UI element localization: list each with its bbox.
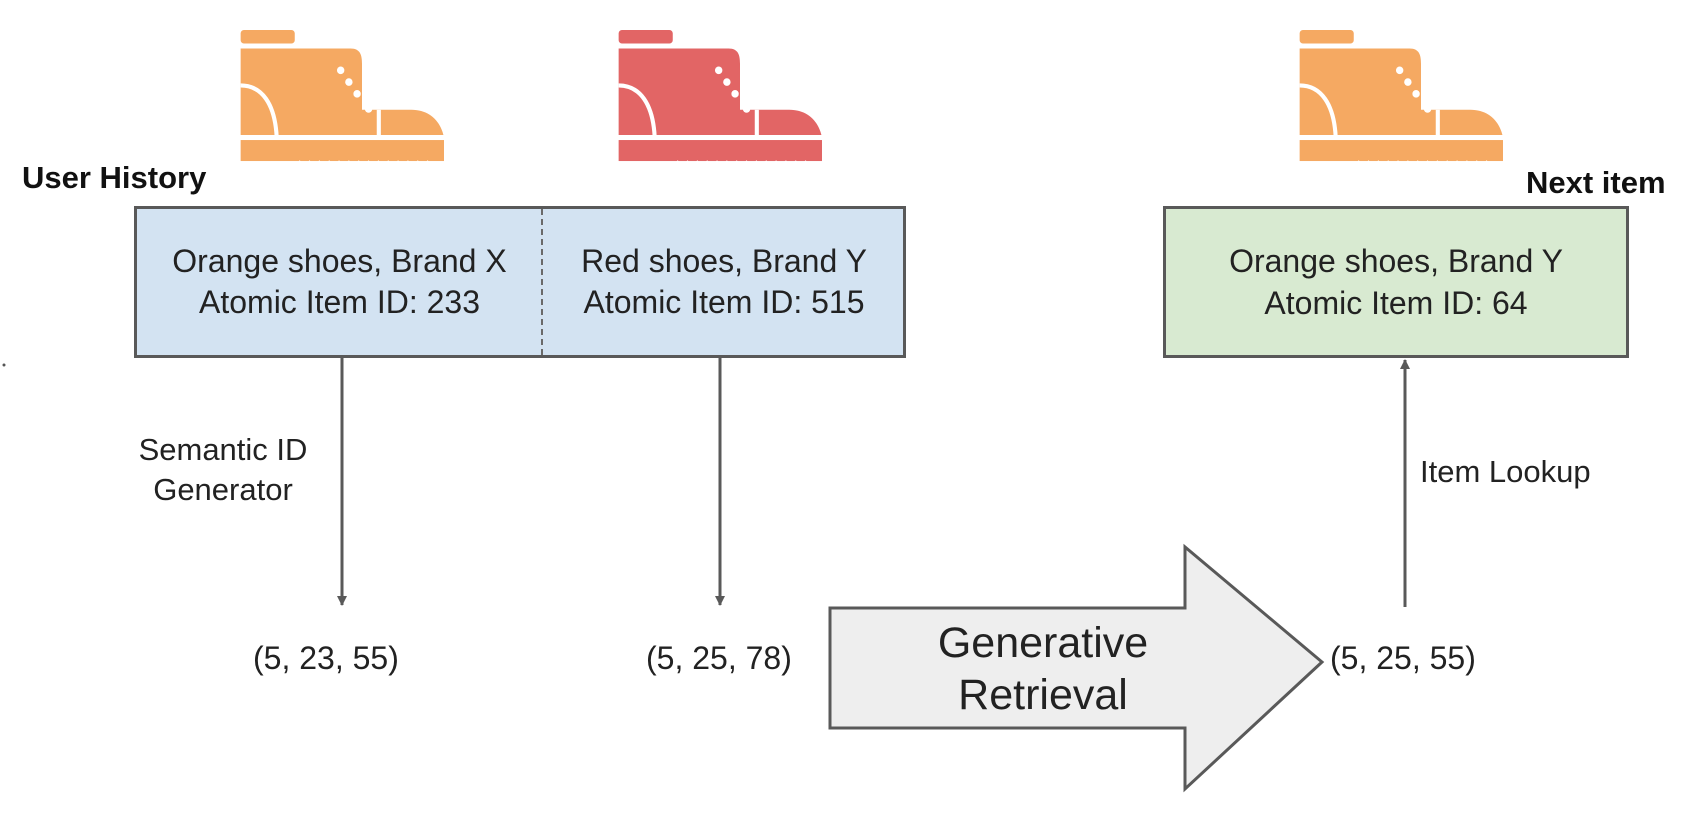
history-item-1: Orange shoes, Brand X Atomic Item ID: 23… — [137, 209, 542, 355]
orange-boot-icon — [1298, 30, 1505, 165]
history-item-2-title: Red shoes, Brand Y — [581, 243, 867, 279]
generative-retrieval-label: Generative Retrieval — [937, 619, 1149, 719]
history-divider — [541, 209, 543, 355]
semantic-id-2: (5, 25, 78) — [646, 640, 792, 676]
user-history-label: User History — [22, 160, 207, 195]
next-item-label: Next item — [1526, 165, 1666, 200]
item-lookup-label: Item Lookup — [1420, 454, 1591, 489]
history-item-2-id: Atomic Item ID: 515 — [583, 284, 865, 320]
user-history-box: Orange shoes, Brand X Atomic Item ID: 23… — [134, 206, 906, 358]
orange-boot-icon — [239, 30, 446, 165]
next-item-id: Atomic Item ID: 64 — [1264, 285, 1528, 321]
generative-retrieval-arrow — [828, 543, 1325, 793]
semantic-id-next: (5, 25, 55) — [1330, 640, 1476, 676]
history-item-1-id: Atomic Item ID: 233 — [199, 284, 480, 320]
history-item-2: Red shoes, Brand Y Atomic Item ID: 515 — [545, 209, 903, 355]
stray-dot — [2, 363, 6, 367]
next-item-title: Orange shoes, Brand Y — [1229, 243, 1563, 279]
semantic-id-1: (5, 23, 55) — [253, 640, 399, 676]
next-item-box: Orange shoes, Brand Y Atomic Item ID: 64 — [1163, 206, 1629, 358]
semantic-id-generator-label: Semantic ID Generator — [138, 432, 308, 507]
red-boot-icon — [617, 30, 824, 165]
history-item-1-title: Orange shoes, Brand X — [172, 243, 507, 279]
